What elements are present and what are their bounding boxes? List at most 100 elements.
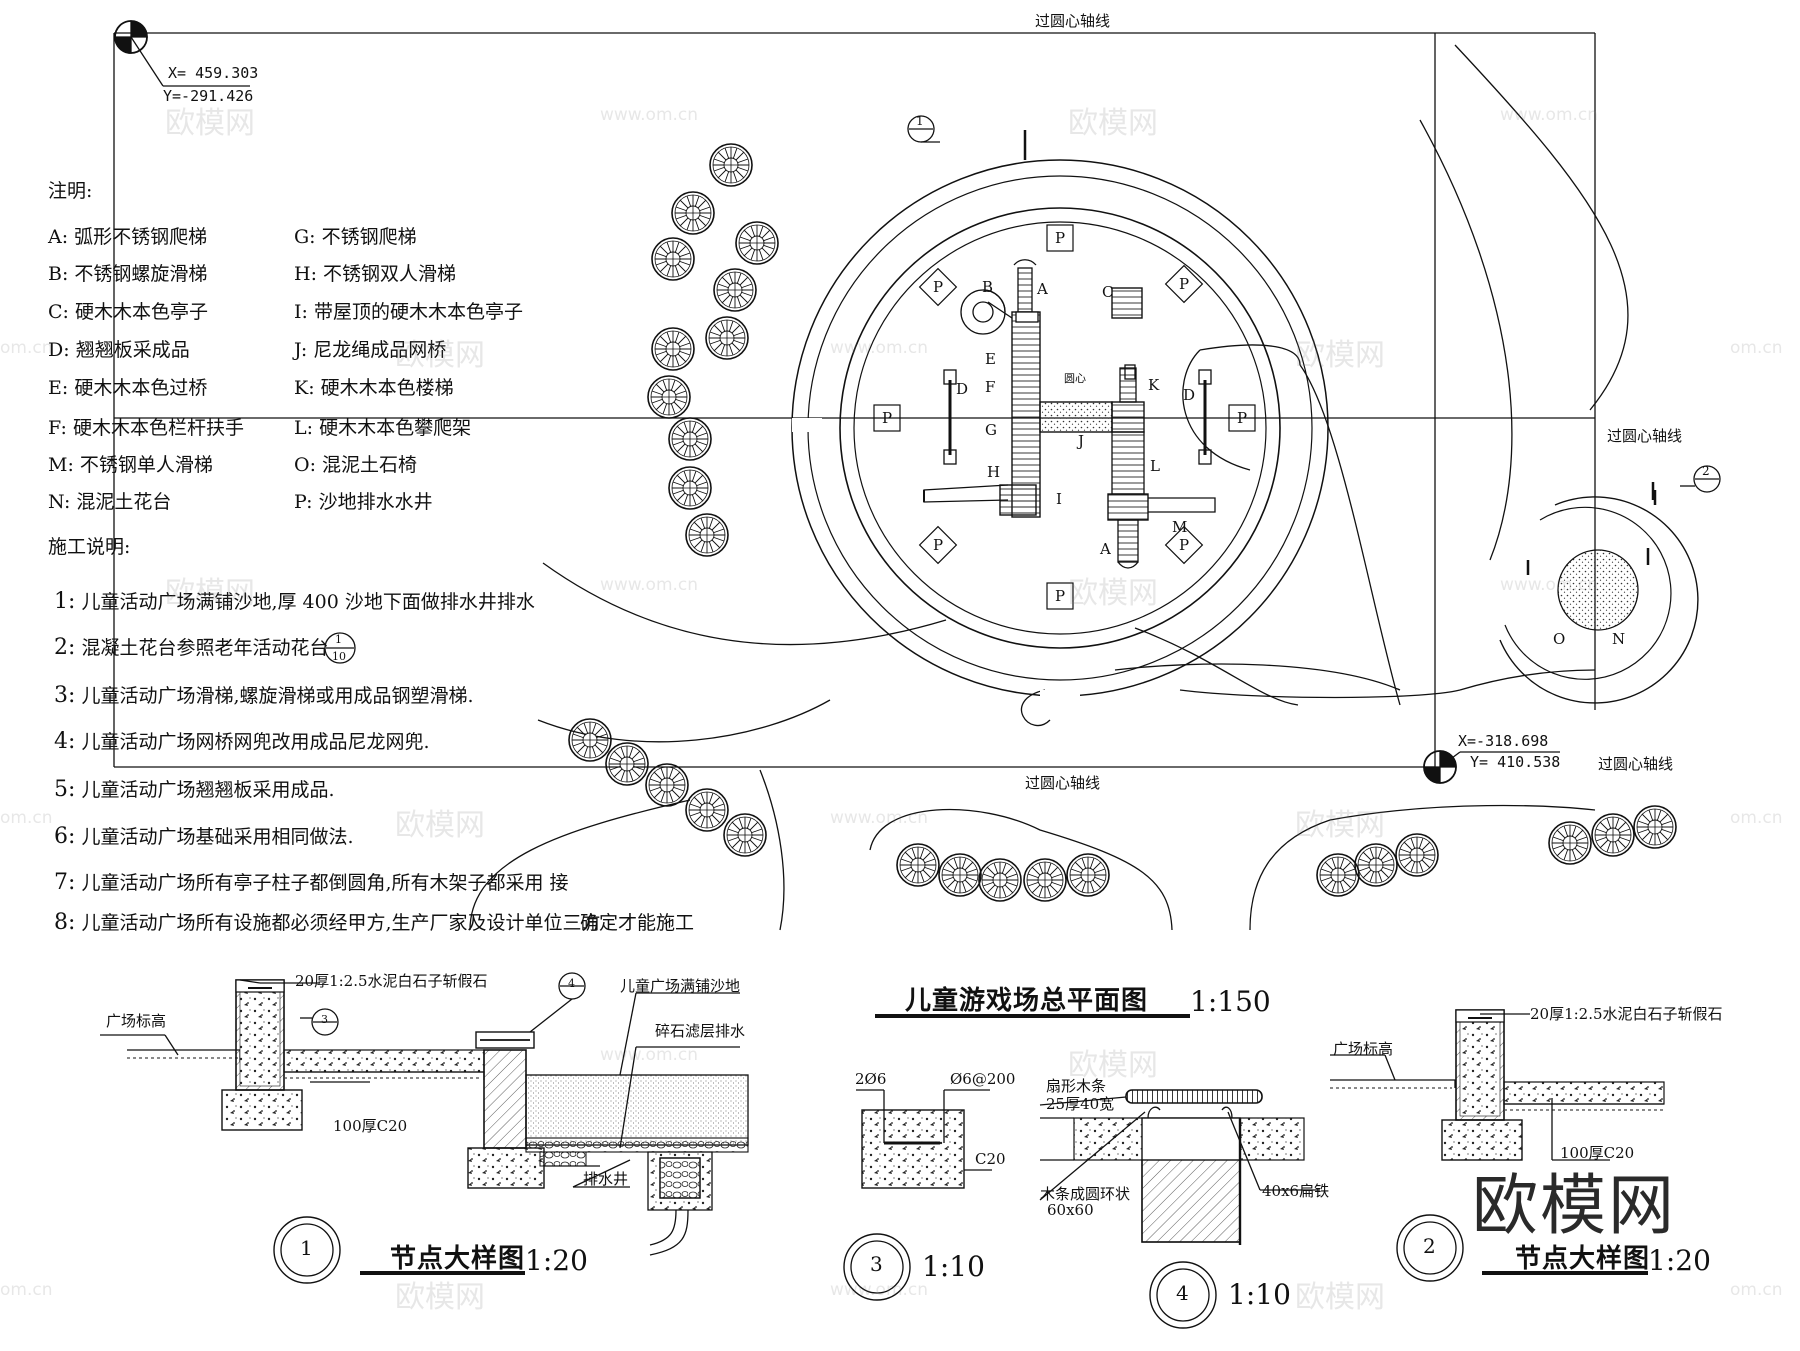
detail-1-title: 节点大样图 (390, 1244, 526, 1274)
plan-letter: C (1102, 283, 1114, 301)
coord-y-top-left: Y=-291.426 (163, 87, 254, 105)
note-item: A: 弧形不锈钢爬梯 (48, 226, 208, 248)
playground-circle (791, 130, 1329, 704)
plan-letter: I (1056, 490, 1062, 508)
pit-label: P (1055, 229, 1066, 247)
d2-c20-label: 100厚C20 (1560, 1144, 1635, 1162)
note-ref-top: 1 (335, 633, 342, 646)
detail-2-number: 2 (1423, 1234, 1436, 1258)
note-item: F: 硬木木本色栏杆扶手 (48, 417, 244, 439)
plan-letter: M (1172, 518, 1188, 536)
note-item: K: 硬木木本色楼梯 (294, 377, 454, 399)
detail-4-number: 4 (1176, 1281, 1189, 1305)
pit-label: P (933, 278, 944, 296)
coord-marker-bottom-right (1423, 750, 1560, 784)
detail-3-number: 3 (870, 1252, 883, 1276)
d4-post-label: 60x60 (1047, 1201, 1094, 1219)
watermark: 欧模网 (1068, 576, 1158, 611)
plan-letter: D (1183, 386, 1196, 404)
plan-letter: G (985, 421, 997, 439)
d1-well-label: 排水井 (583, 1170, 629, 1188)
construction-item: 8: 儿童活动广场所有设施都必须经甲方,生产厂家及设计单位三方 (54, 910, 601, 935)
note-item: H: 不锈钢双人滑梯 (294, 263, 457, 285)
center-label: 圆心 (1064, 372, 1086, 385)
d4-strip2-label: 25厚40宽 (1046, 1095, 1115, 1113)
watermark-url: www.om.cn (1500, 105, 1599, 125)
detail-3-scale: 1:10 (922, 1250, 985, 1283)
play-structure (923, 259, 1216, 569)
watermark: 欧模网 (165, 576, 255, 611)
plan-letter: J (1078, 432, 1085, 450)
coord-x-top-left: X= 459.303 (168, 64, 259, 82)
plaza-paths (469, 44, 1629, 931)
plan-letter: D (956, 380, 969, 398)
axis-label-bottom: 过圆心轴线 (1025, 774, 1101, 792)
construction-item: 7: 儿童活动广场所有亭子柱子都倒圆角,所有木架子都采用 接 (54, 870, 569, 895)
watermark: 欧模网 (395, 808, 485, 843)
plan-letter: B (982, 278, 994, 296)
watermark-url-partial: om.cn (0, 1280, 53, 1300)
pit-label: P (1179, 536, 1190, 554)
planter-o-label: O (1553, 630, 1566, 648)
watermark: 欧模网 (395, 1280, 485, 1315)
note-item: C: 硬木木本色亭子 (48, 301, 209, 323)
title-underlines (360, 1014, 1648, 1275)
note-ref-circle (324, 632, 356, 664)
construction-item: 6: 儿童活动广场基础采用相同做法. (54, 824, 354, 849)
construction-item: 5: 儿童活动广场翘翘板采用成品. (54, 777, 335, 802)
axis-label-bottom-right: 过圆心轴线 (1598, 755, 1674, 773)
watermark: 欧模网 (1295, 1280, 1385, 1315)
watermark: 欧模网 (395, 338, 485, 373)
plan-letter: A (1037, 280, 1048, 298)
d1-gravel-label: 碎石滤层排水 (655, 1022, 746, 1040)
note-ref-bottom: 10 (332, 650, 346, 663)
watermark-url: www.om.cn (1500, 575, 1599, 595)
pit-label: P (1179, 275, 1190, 293)
callout-1 (907, 115, 940, 143)
pit-label: P (933, 536, 944, 554)
d1-ref-4: 4 (568, 977, 575, 990)
watermark: 欧模网 (1295, 808, 1385, 843)
planter-n-label: N (1612, 630, 1626, 648)
note-item: O: 混泥土石椅 (294, 454, 418, 476)
d2-cap-label: 20厚1:2.5水泥白石子斩假石 (1530, 1005, 1723, 1023)
note-item: E: 硬木木本色过桥 (48, 377, 208, 399)
construction-item: 4: 儿童活动广场网桥网兜改用成品尼龙网兜. (54, 729, 430, 754)
brand-logo-text: 欧模网 (1472, 1167, 1676, 1244)
d3-c20-label: C20 (975, 1150, 1006, 1168)
watermark: 欧模网 (165, 106, 255, 141)
watermark-url: www.om.cn (830, 338, 929, 358)
watermark-url: www.om.cn (600, 1045, 699, 1065)
watermark: 欧模网 (1068, 1048, 1158, 1083)
d4-ring-label: 木条成圆环状 (1040, 1185, 1131, 1203)
plan-letter: L (1150, 457, 1160, 475)
detail-2-section (1330, 1009, 1665, 1161)
d4-strip-label: 扇形木条 (1046, 1077, 1107, 1095)
note-item: I: 带屋顶的硬木木本色亭子 (294, 301, 523, 323)
callout-2-num: 2 (1702, 464, 1710, 478)
watermark-url-partial: om.cn (0, 338, 53, 358)
watermark-url: www.om.cn (830, 1280, 929, 1300)
note-item: D: 翘翘板采成品 (48, 339, 190, 361)
note-item: P: 沙地排水水井 (294, 491, 433, 513)
axis-label-top: 过圆心轴线 (1035, 12, 1111, 30)
plan-letter: A (1100, 540, 1111, 558)
d4-iron-label: 40x6扁铁 (1262, 1182, 1330, 1200)
callout-1-num: 1 (916, 114, 924, 128)
note-item: J: 尼龙绳成品网桥 (294, 339, 447, 361)
d3-rebar1-label: 2Ø6 (855, 1070, 887, 1088)
watermark-url: www.om.cn (600, 105, 699, 125)
watermark-url: www.om.cn (600, 575, 699, 595)
d3-rebar2-label: Ø6@200 (950, 1070, 1016, 1088)
watermark: 欧模网 (1295, 338, 1385, 373)
detail-4-section (1039, 1089, 1320, 1245)
d1-c20-label: 100厚C20 (333, 1117, 408, 1135)
detail-1-number: 1 (300, 1236, 313, 1260)
plan-letter: E (985, 350, 996, 368)
construction-item: 1: 儿童活动广场满铺沙地,厚 400 沙地下面做排水井排水 (54, 589, 535, 614)
watermark-url: www.om.cn (830, 808, 929, 828)
detail-2-title: 节点大样图 (1515, 1244, 1651, 1274)
pit-label: P (1237, 409, 1248, 427)
